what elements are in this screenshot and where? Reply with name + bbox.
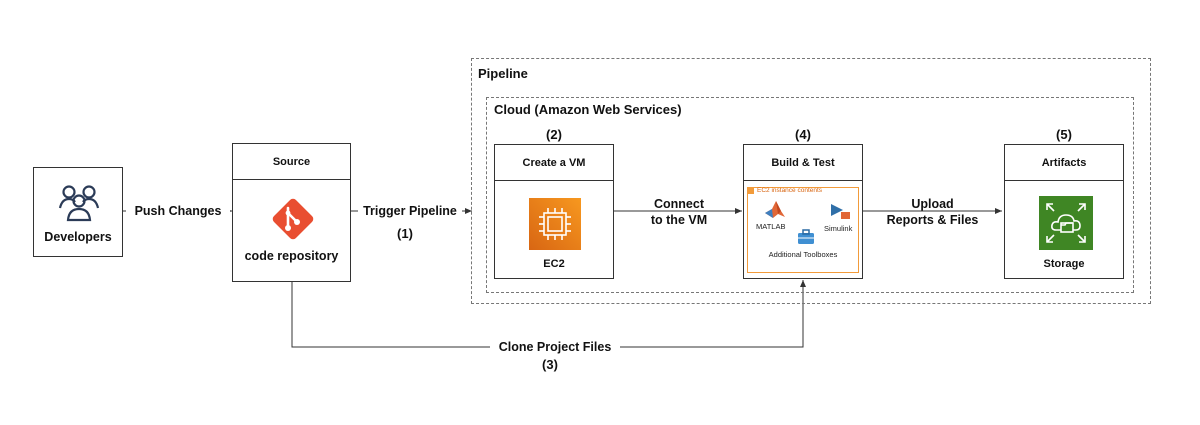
ec2-icon	[529, 198, 581, 250]
upload-label-line1: Upload	[911, 197, 954, 211]
users-icon	[58, 185, 100, 222]
developers-node: Developers	[33, 167, 123, 257]
simulink-icon	[831, 204, 850, 219]
source-node: Source code repository	[232, 143, 351, 282]
upload-label-line2: Reports & Files	[886, 213, 979, 227]
build-test-node: Build & Test EC2 instance contents MATLA…	[743, 144, 863, 279]
pipeline-frame	[471, 58, 1151, 304]
cloud-frame	[486, 97, 1134, 293]
source-label: code repository	[244, 249, 339, 263]
artifacts-node: Artifacts Storage	[1004, 144, 1124, 279]
clone-project-files-label: Clone Project Files	[490, 340, 620, 355]
ec2-instance-panel-title: EC2 instance contents	[757, 187, 823, 194]
git-icon	[272, 198, 314, 240]
trigger-pipeline-step: (1)	[397, 226, 413, 241]
developers-label: Developers	[44, 230, 112, 244]
ec2-label: EC2	[543, 258, 565, 270]
build-test-title: Build & Test	[744, 145, 862, 181]
matlab-icon	[765, 201, 785, 218]
pipeline-title: Pipeline	[478, 66, 528, 81]
artifacts-title: Artifacts	[1005, 145, 1123, 181]
cloud-title: Cloud (Amazon Web Services)	[494, 102, 682, 117]
toolboxes-label: Additional Toolboxes	[768, 250, 838, 259]
create-vm-node: Create a VM EC2	[494, 144, 614, 279]
matlab-label: MATLAB	[756, 222, 786, 231]
toolbox-icon	[798, 229, 814, 244]
simulink-label: Simulink	[824, 224, 853, 233]
clone-step: (3)	[542, 357, 558, 372]
ec2-badge-icon	[748, 188, 754, 194]
connect-label-line2: to the VM	[650, 213, 708, 227]
create-vm-step: (2)	[546, 127, 562, 142]
build-test-step: (4)	[795, 127, 811, 142]
source-title: Source	[233, 144, 350, 180]
push-changes-label: Push Changes	[126, 204, 230, 219]
storage-icon	[1039, 196, 1093, 250]
create-vm-title: Create a VM	[495, 145, 613, 181]
ec2-instance-panel: EC2 instance contents MATLAB Simulink Ad…	[747, 187, 859, 273]
connect-label-line1: Connect	[654, 197, 704, 211]
trigger-pipeline-label: Trigger Pipeline	[358, 204, 462, 219]
storage-label: Storage	[1043, 258, 1085, 270]
artifacts-step: (5)	[1056, 127, 1072, 142]
